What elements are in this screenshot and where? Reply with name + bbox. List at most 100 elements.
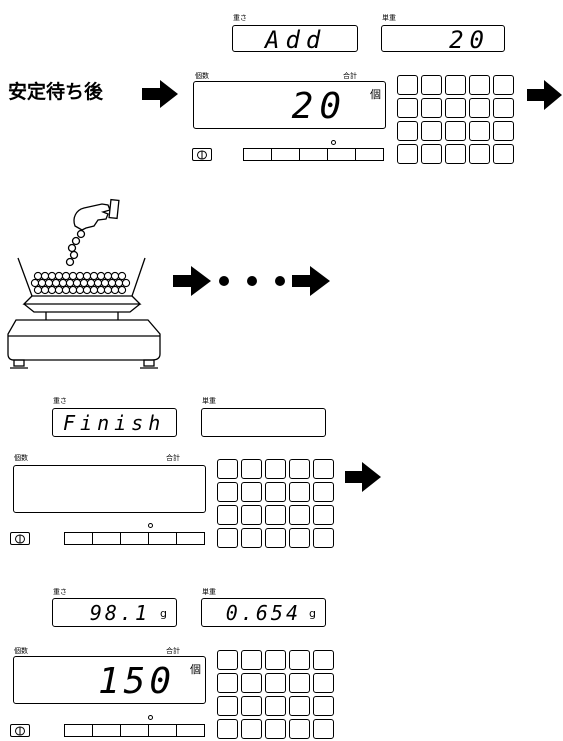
- key[interactable]: [493, 98, 514, 118]
- key[interactable]: [493, 121, 514, 141]
- key[interactable]: [217, 719, 238, 739]
- segment-bar: [64, 532, 205, 545]
- key[interactable]: [241, 696, 262, 716]
- key[interactable]: [289, 650, 310, 670]
- count-value: 20: [291, 86, 347, 127]
- key[interactable]: [445, 98, 466, 118]
- key[interactable]: [313, 482, 334, 502]
- key[interactable]: [445, 75, 466, 95]
- bar-segment: [176, 532, 205, 545]
- bar-segment: [92, 724, 121, 737]
- power-button[interactable]: [10, 724, 30, 737]
- key[interactable]: [265, 650, 286, 670]
- balance-scale-icon: [7, 198, 161, 369]
- key[interactable]: [289, 673, 310, 693]
- key[interactable]: [469, 144, 490, 164]
- key[interactable]: [217, 650, 238, 670]
- unit-weight-display: [201, 408, 326, 437]
- key[interactable]: [313, 719, 334, 739]
- key[interactable]: [217, 459, 238, 479]
- key[interactable]: [313, 528, 334, 548]
- key[interactable]: [397, 98, 418, 118]
- key[interactable]: [217, 696, 238, 716]
- key[interactable]: [241, 505, 262, 525]
- keypad-grid: [217, 650, 334, 739]
- key[interactable]: [265, 696, 286, 716]
- key[interactable]: [265, 528, 286, 548]
- key[interactable]: [217, 482, 238, 502]
- arrow-right-icon: [527, 80, 562, 110]
- key[interactable]: [469, 121, 490, 141]
- key[interactable]: [397, 144, 418, 164]
- key[interactable]: [493, 144, 514, 164]
- count-label: 個数: [14, 647, 28, 655]
- count-value: 150: [97, 661, 175, 702]
- key[interactable]: [289, 719, 310, 739]
- key[interactable]: [313, 650, 334, 670]
- key[interactable]: [217, 673, 238, 693]
- key[interactable]: [241, 482, 262, 502]
- key[interactable]: [241, 673, 262, 693]
- power-button[interactable]: [192, 148, 212, 161]
- key[interactable]: [289, 528, 310, 548]
- bar-segment: [120, 724, 149, 737]
- key[interactable]: [397, 75, 418, 95]
- key[interactable]: [265, 505, 286, 525]
- unit-weight-label: 単重: [202, 588, 216, 596]
- arrow-right-icon: [142, 80, 178, 108]
- ellipsis-dot: [247, 276, 257, 286]
- key[interactable]: [445, 121, 466, 141]
- bar-segment: [120, 532, 149, 545]
- unit-weight-label: 単重: [382, 14, 396, 22]
- count-label: 個数: [195, 72, 209, 80]
- key[interactable]: [241, 650, 262, 670]
- key[interactable]: [241, 528, 262, 548]
- arrow-right-icon: [345, 462, 381, 492]
- unit-weight-display: 20: [381, 25, 505, 54]
- unit-weight-value: 0.654: [225, 601, 301, 625]
- count-unit: 個: [190, 663, 201, 676]
- key[interactable]: [265, 719, 286, 739]
- bar-segment: [355, 148, 384, 161]
- bar-segment: [64, 532, 93, 545]
- bar-segment: [327, 148, 356, 161]
- count-display: 150 個: [13, 656, 206, 704]
- power-icon: [15, 726, 25, 735]
- ellipsis-dot: [219, 276, 229, 286]
- power-icon: [15, 534, 25, 543]
- key[interactable]: [265, 482, 286, 502]
- key[interactable]: [421, 144, 442, 164]
- key[interactable]: [397, 121, 418, 141]
- weight-value: 98.1: [89, 601, 150, 625]
- key[interactable]: [217, 528, 238, 548]
- key[interactable]: [217, 505, 238, 525]
- count-display: 20 個: [193, 81, 386, 129]
- key[interactable]: [421, 75, 442, 95]
- key[interactable]: [313, 505, 334, 525]
- key[interactable]: [241, 719, 262, 739]
- key[interactable]: [241, 459, 262, 479]
- key[interactable]: [421, 121, 442, 141]
- segment-bar: [243, 148, 384, 161]
- key[interactable]: [421, 98, 442, 118]
- key[interactable]: [289, 482, 310, 502]
- key[interactable]: [289, 459, 310, 479]
- total-label: 合計: [343, 72, 357, 80]
- key[interactable]: [469, 98, 490, 118]
- power-button[interactable]: [10, 532, 30, 545]
- unit-weight-label: 単重: [202, 397, 216, 405]
- weight-label: 重さ: [233, 14, 247, 22]
- key[interactable]: [493, 75, 514, 95]
- key[interactable]: [313, 696, 334, 716]
- key[interactable]: [289, 505, 310, 525]
- key[interactable]: [313, 673, 334, 693]
- key[interactable]: [289, 696, 310, 716]
- key[interactable]: [265, 673, 286, 693]
- key[interactable]: [445, 144, 466, 164]
- key[interactable]: [469, 75, 490, 95]
- unit-weight-value: 20: [449, 26, 490, 54]
- key[interactable]: [265, 459, 286, 479]
- key[interactable]: [313, 459, 334, 479]
- count-unit: 個: [370, 88, 381, 101]
